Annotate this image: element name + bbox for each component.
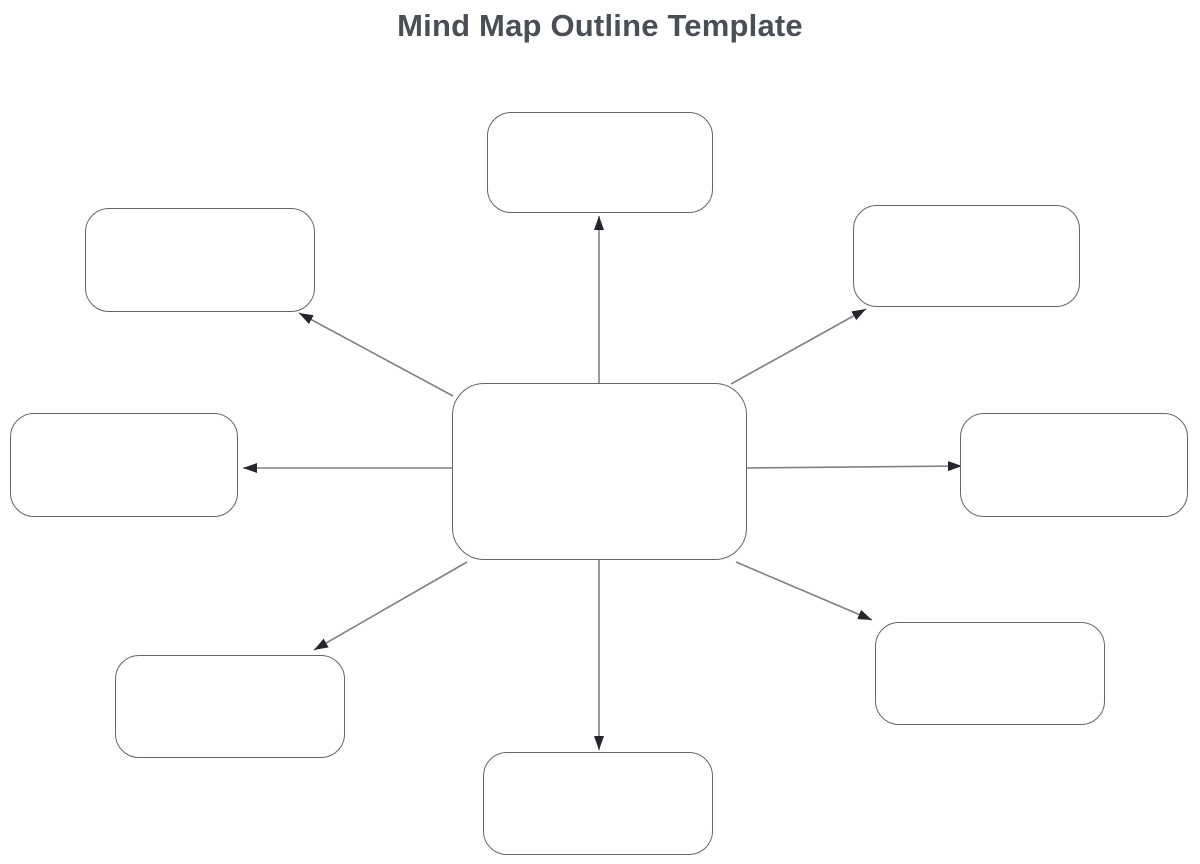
mindmap-node-bottom[interactable] bbox=[483, 752, 713, 855]
mindmap-node-left[interactable] bbox=[10, 413, 238, 517]
mindmap-node-right[interactable] bbox=[960, 413, 1188, 517]
mindmap-node-bottom-left[interactable] bbox=[115, 655, 345, 758]
page-title: Mind Map Outline Template bbox=[397, 8, 803, 43]
mindmap-node-bottom-right[interactable] bbox=[875, 622, 1105, 725]
mindmap-node-top-left[interactable] bbox=[85, 208, 315, 312]
mindmap-node-center[interactable] bbox=[452, 383, 747, 560]
mindmap-node-top-right[interactable] bbox=[853, 205, 1080, 307]
mindmap-node-top[interactable] bbox=[487, 112, 713, 213]
